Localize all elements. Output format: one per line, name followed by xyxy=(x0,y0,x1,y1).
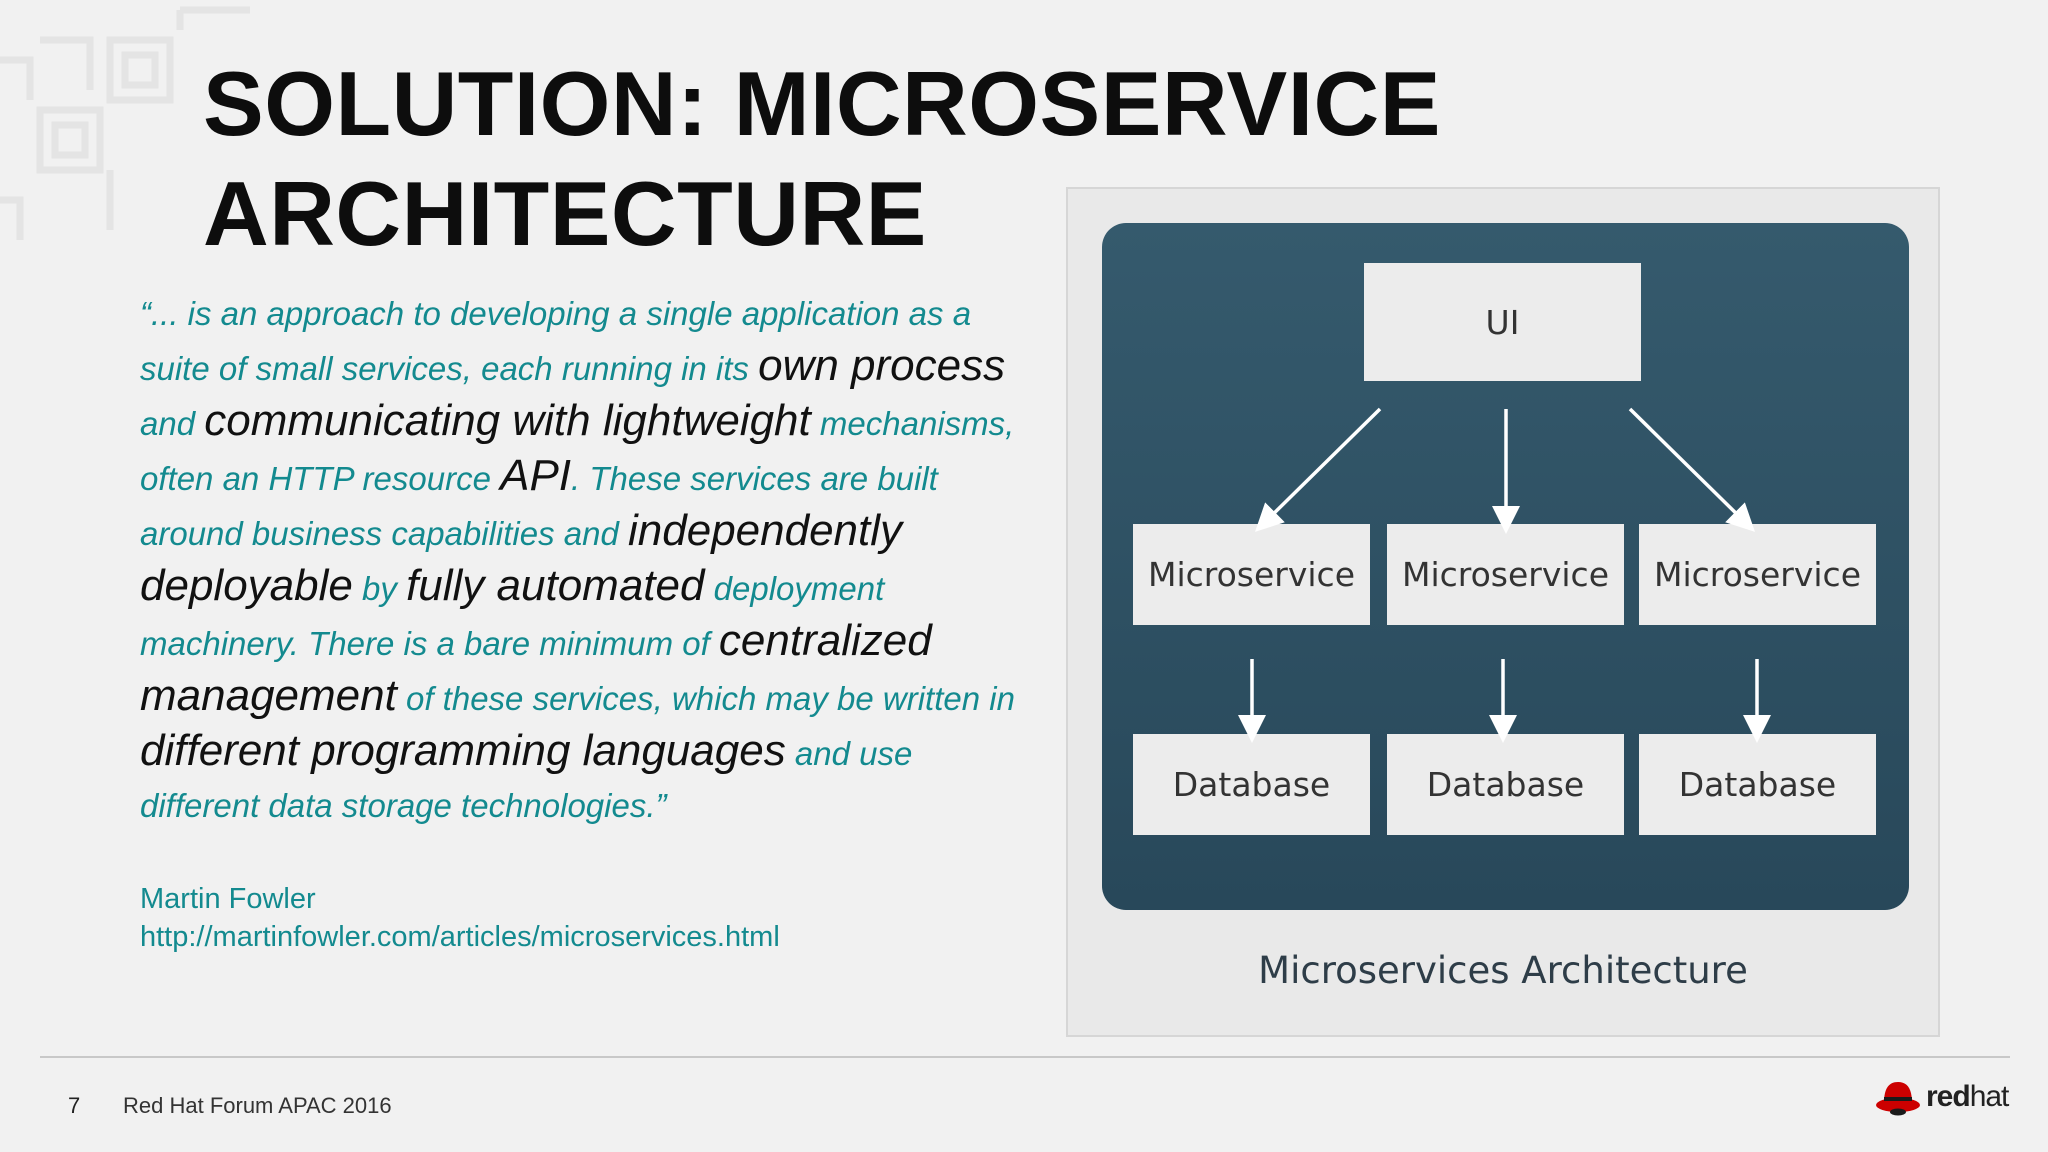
diagram-panel: UI Microservice Microservice Microservic… xyxy=(1102,223,1909,910)
architecture-figure: UI Microservice Microservice Microservic… xyxy=(1066,187,1940,1037)
slide-title: SOLUTION: MICROSERVICE ARCHITECTURE xyxy=(203,50,1441,270)
quote-emphasis: different programming languages xyxy=(140,726,786,775)
logo-wordmark: redhat xyxy=(1926,1080,2009,1113)
shadowman-hat-icon xyxy=(1876,1082,1920,1116)
quote-attribution: Martin Fowler http://martinfowler.com/ar… xyxy=(140,880,780,956)
slide-title-line-1: SOLUTION: MICROSERVICE xyxy=(203,54,1441,155)
microservice-box: Microservice xyxy=(1133,524,1370,625)
microservice-box: Microservice xyxy=(1387,524,1624,625)
quote-emphasis: own process xyxy=(758,341,1006,390)
decorative-pattern xyxy=(0,6,250,240)
ui-box: UI xyxy=(1364,263,1641,381)
source-link[interactable]: http://martinfowler.com/articles/microse… xyxy=(140,921,780,953)
quote-emphasis: centralized management xyxy=(140,616,932,720)
quote-emphasis: fully automated xyxy=(406,561,705,610)
database-box: Database xyxy=(1639,734,1876,835)
redhat-logo: redhat xyxy=(1875,1076,2025,1120)
quote-segment: and use different data storage technolog… xyxy=(140,735,913,824)
database-box: Database xyxy=(1387,734,1624,835)
database-box: Database xyxy=(1133,734,1370,835)
diagram-caption: Microservices Architecture xyxy=(1258,949,1748,992)
arrow-ui-to-ms1 xyxy=(1255,407,1382,532)
page-number: 7 xyxy=(68,1093,81,1118)
quote-segment: mechanisms, often an HTTP resource xyxy=(140,405,1015,497)
quote-emphasis: independently deployable xyxy=(140,506,903,610)
quote-emphasis: communicating with lightweight xyxy=(204,396,811,445)
quote-segment: and xyxy=(140,405,205,442)
author-name: Martin Fowler xyxy=(140,883,316,915)
quote-segment: . These services are built around busine… xyxy=(140,460,938,552)
quote-segment: by xyxy=(352,570,407,607)
quote-segment: of these services, which may be written … xyxy=(396,680,1015,717)
arrow-ui-to-ms3 xyxy=(1628,407,1755,532)
footer-event: Red Hat Forum APAC 2016 xyxy=(123,1093,392,1118)
quote-emphasis: API xyxy=(500,451,572,500)
fowler-quote: “... is an approach to developing a sing… xyxy=(140,288,1040,832)
diagram-arrows xyxy=(1238,407,1771,743)
slide-title-line-2: ARCHITECTURE xyxy=(203,164,927,265)
microservice-box: Microservice xyxy=(1639,524,1876,625)
quote-segment: “... is an approach to developing a sing… xyxy=(140,295,972,387)
footer-divider xyxy=(40,1056,2010,1058)
quote-segment: deployment machinery. There is a bare mi… xyxy=(140,570,885,662)
